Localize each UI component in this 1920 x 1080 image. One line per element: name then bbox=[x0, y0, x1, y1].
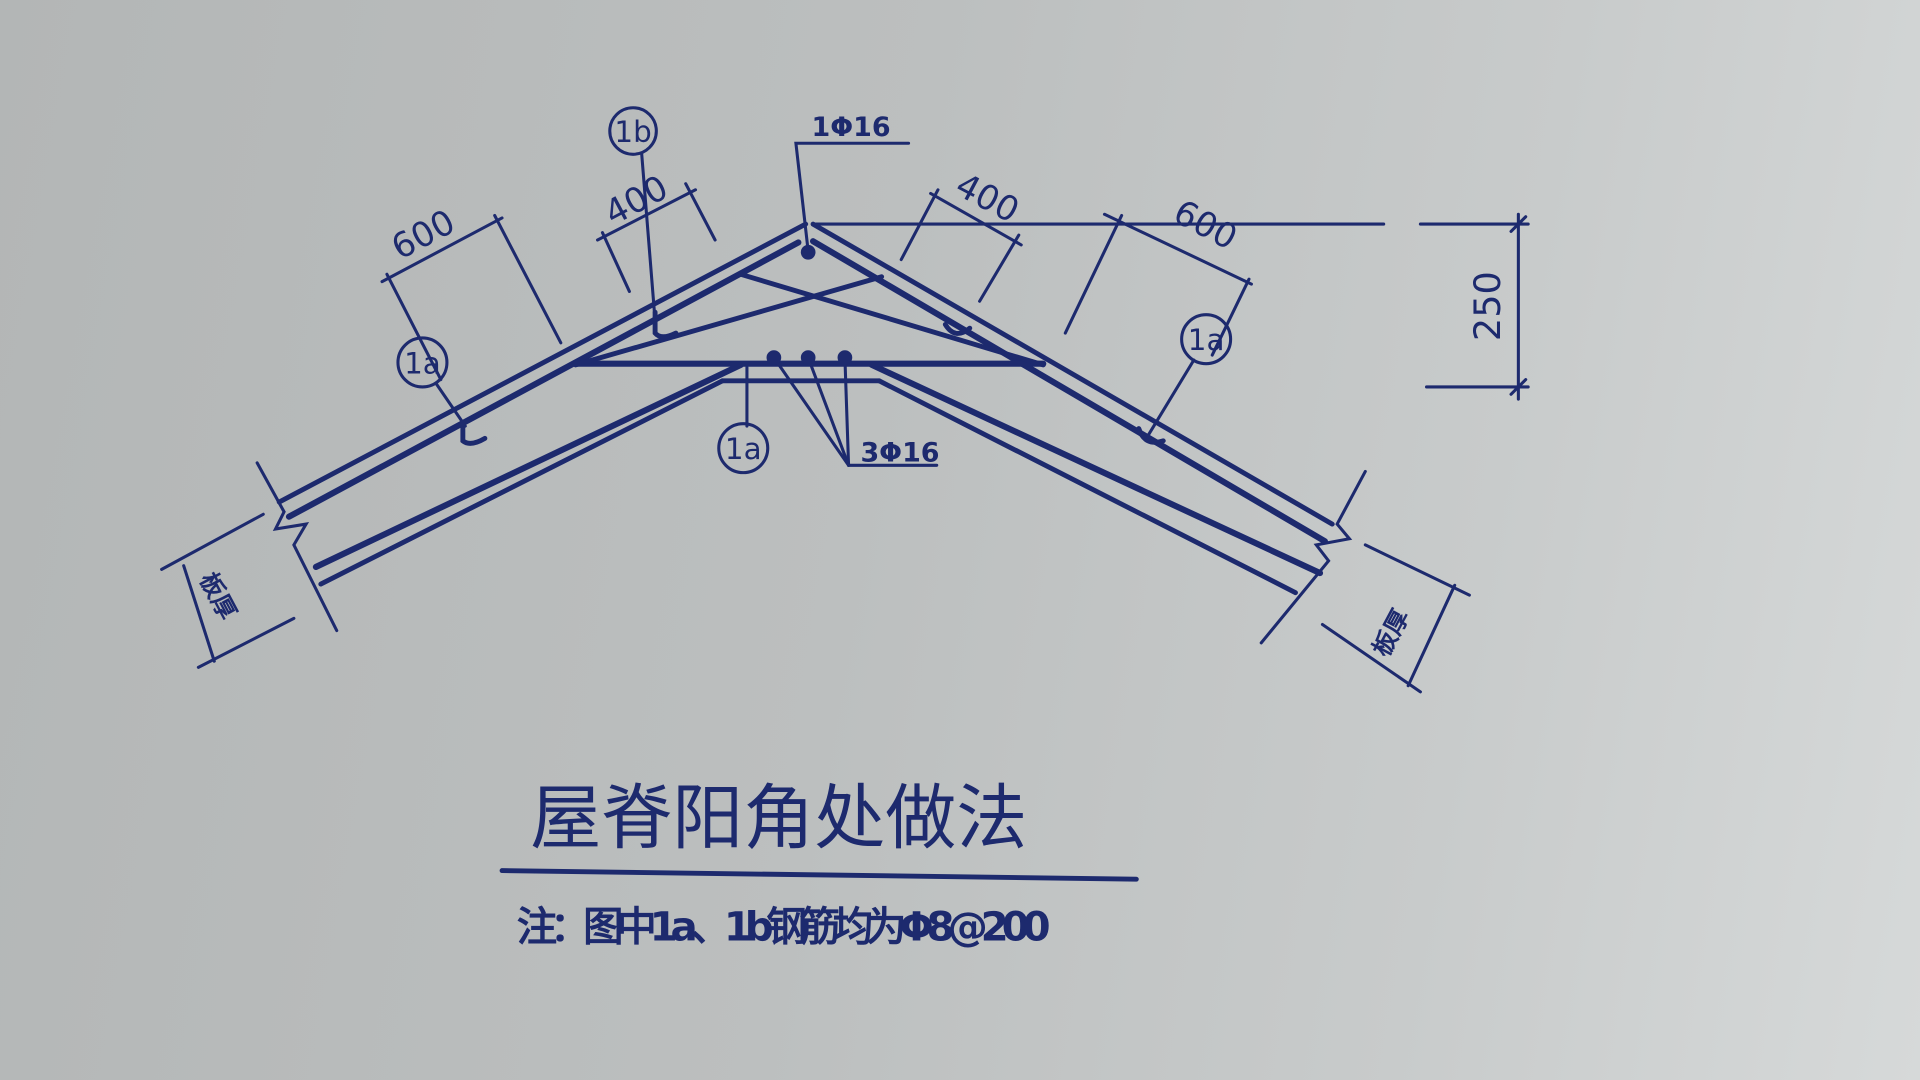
bottom-bars-label: 3Φ16 bbox=[860, 438, 939, 469]
bar-1a-label-left: 1a bbox=[404, 346, 441, 380]
slab-thickness-right: 板厚 bbox=[1367, 604, 1416, 661]
drawing-note: 注：图中1a、1b钢筋均为Φ8@200 bbox=[517, 902, 1051, 950]
dim-right-inner: 400 bbox=[949, 165, 1026, 231]
rebar-dots bbox=[766, 244, 853, 365]
dimension-lines bbox=[160, 182, 1530, 694]
slab-outline bbox=[255, 221, 1367, 645]
drawing-title: 屋脊阳角处做法 bbox=[530, 776, 1027, 859]
bar-1a-label-bottom: 1a bbox=[725, 432, 762, 466]
dim-ridge-height: 250 bbox=[1466, 271, 1509, 341]
title-underline bbox=[499, 868, 1139, 882]
bar-1a-label-right: 1a bbox=[1188, 323, 1225, 357]
leaders bbox=[396, 106, 1233, 475]
top-bar-label: 1Φ16 bbox=[811, 112, 890, 143]
dim-left-inner: 400 bbox=[598, 168, 675, 234]
bar-1b-label: 1b bbox=[614, 115, 651, 149]
